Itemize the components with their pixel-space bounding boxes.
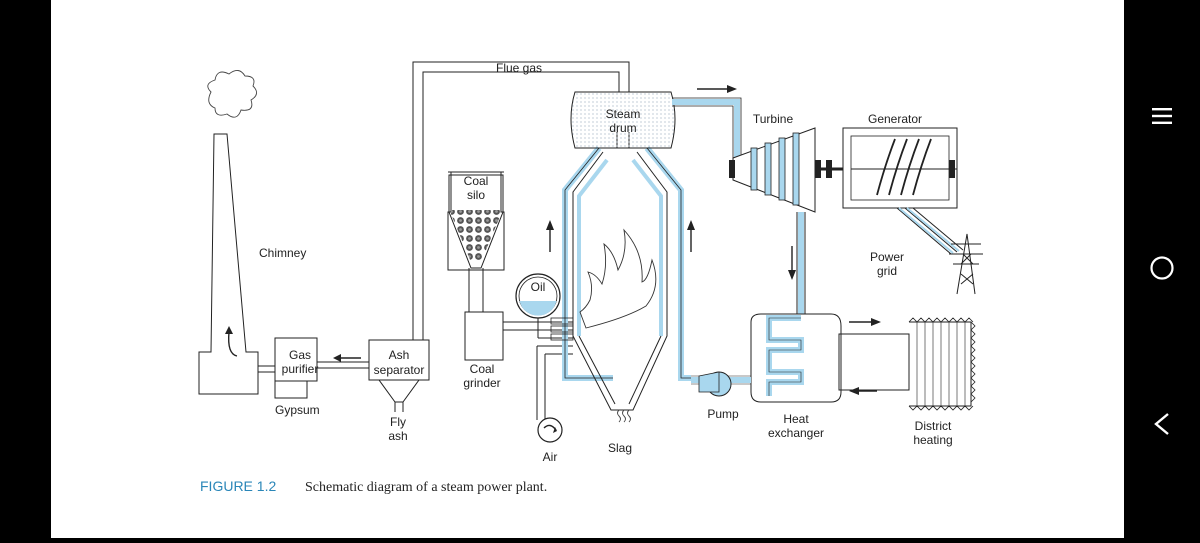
pump-label: Pump: [707, 407, 739, 421]
power-grid-label-1: Power: [870, 250, 904, 264]
ash-separator: [368, 339, 430, 412]
heat-exchanger-label-1: Heat: [783, 412, 809, 426]
back-icon: [1154, 413, 1169, 435]
generator-label: Generator: [868, 112, 922, 126]
chimney-label: Chimney: [259, 246, 306, 260]
image-viewer: Chimney Gas purifier Gypsum Ash separato…: [51, 0, 1124, 538]
flame-icon: [579, 228, 657, 329]
coal-silo-label-1: Coal: [464, 174, 489, 188]
district-heating-radiator: [908, 317, 976, 411]
power-grid-label-2: grid: [877, 264, 897, 278]
fly-ash-label-1: Fly: [390, 415, 406, 429]
turbine-label: Turbine: [753, 112, 794, 126]
turbine: [729, 127, 843, 213]
smoke-icon: [207, 70, 257, 118]
home-icon: [1150, 256, 1174, 280]
heat-exchanger-label-2: exchanger: [768, 426, 824, 440]
ash-separator-label-2: separator: [374, 363, 425, 377]
gas-purifier: [258, 337, 318, 399]
heat-exchanger: [750, 313, 910, 403]
recents-button[interactable]: [1124, 86, 1200, 146]
oil-label: Oil: [531, 280, 546, 294]
figure-caption: Schematic diagram of a steam power plant…: [305, 480, 547, 495]
steam-drum-label-2: drum: [609, 121, 636, 135]
coal-silo-label-2: silo: [467, 188, 485, 202]
pump: [698, 371, 732, 397]
back-button[interactable]: [1124, 394, 1200, 454]
gas-purifier-label-2: purifier: [282, 362, 319, 376]
android-navigation-bar: [1124, 0, 1200, 538]
air-fan: [536, 345, 573, 443]
recents-icon: [1152, 108, 1172, 124]
gypsum-label: Gypsum: [275, 403, 320, 417]
generator: [826, 127, 958, 209]
boiler: [550, 132, 691, 423]
oil-tank: [515, 273, 573, 339]
gas-purifier-label-1: Gas: [289, 348, 311, 362]
coal-silo: [447, 171, 505, 312]
home-button[interactable]: [1124, 238, 1200, 298]
slag-label: Slag: [608, 441, 632, 455]
district-heating-label-2: heating: [913, 433, 952, 447]
coal-grinder-label-1: Coal: [470, 362, 495, 376]
steam-line: [672, 99, 740, 158]
coal-grinder-label-2: grinder: [463, 376, 500, 390]
steam-power-plant-diagram: Chimney Gas purifier Gypsum Ash separato…: [198, 61, 983, 495]
slag-icon: [617, 409, 631, 423]
ash-separator-label-1: Ash: [389, 348, 410, 362]
flue-gas-duct: [412, 61, 630, 340]
figure-number: FIGURE 1.2: [200, 478, 276, 494]
air-label: Air: [543, 450, 558, 464]
generator-coil-icon: [876, 138, 932, 196]
transmission-tower-icon: [949, 233, 983, 295]
fly-ash-label-2: ash: [388, 429, 407, 443]
district-heating-label-1: District: [915, 419, 952, 433]
chimney: [198, 70, 259, 395]
steam-drum-label-1: Steam: [606, 107, 641, 121]
flue-gas-label: Flue gas: [496, 61, 542, 75]
coal-grinder: [464, 311, 573, 361]
